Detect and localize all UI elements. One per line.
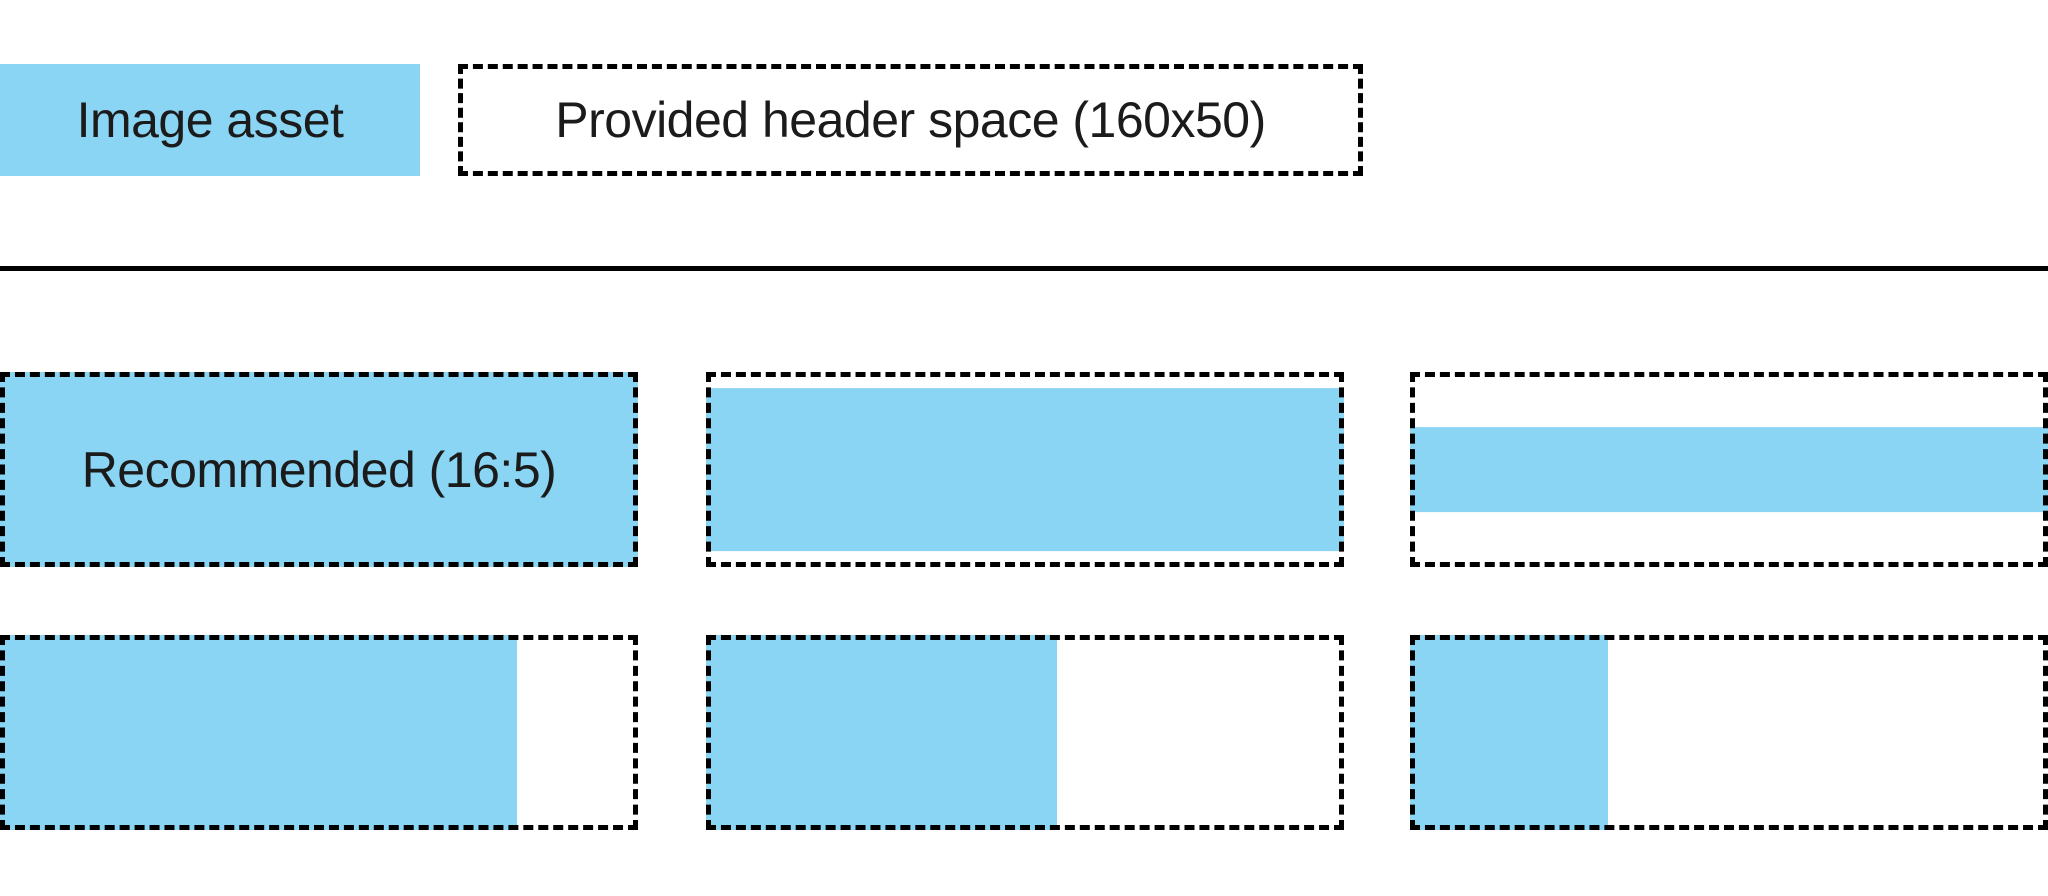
example-cell-full-width-strip [1410, 372, 2048, 567]
legend-image-asset-swatch: Image asset [0, 64, 420, 176]
image-asset-fill [1410, 426, 2048, 513]
example-cell-full-height-half [706, 635, 1344, 830]
image-asset-fill [706, 635, 1057, 830]
legend-header-space-box: Provided header space (160x50) [458, 64, 1363, 176]
example-cell-full-height-wide [0, 635, 638, 830]
legend-header-space-label: Provided header space (160x50) [555, 92, 1266, 148]
example-cell-recommended: Recommended (16:5) [0, 372, 638, 567]
example-cell-full-height-square [1410, 635, 2048, 830]
example-cell-full-width-shorter [706, 372, 1344, 567]
legend-image-asset-label: Image asset [76, 92, 344, 148]
image-asset-fill [0, 372, 638, 567]
image-asset-fill [0, 635, 517, 830]
image-asset-fill [706, 387, 1344, 552]
recommended-label: Recommended (16:5) [81, 441, 557, 498]
section-divider [0, 266, 2048, 271]
image-asset-fill [1410, 635, 1608, 830]
